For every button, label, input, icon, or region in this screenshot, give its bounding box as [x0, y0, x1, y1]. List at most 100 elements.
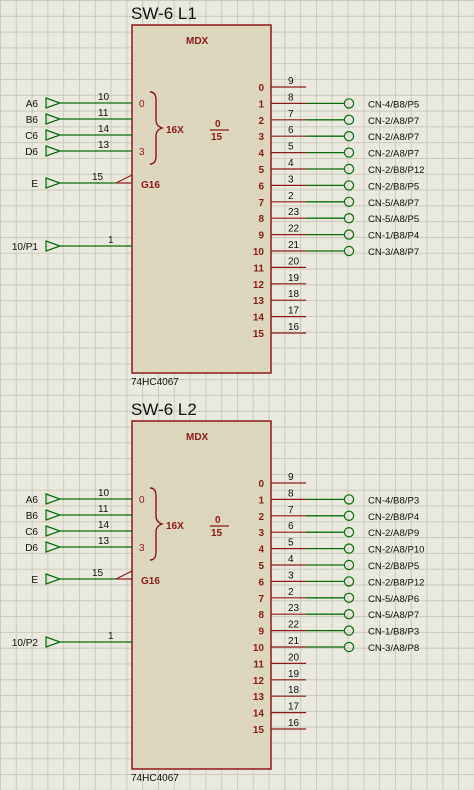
net-terminal-icon — [343, 494, 355, 505]
mux-label: 16X — [166, 125, 184, 136]
channel-index: 15 — [253, 725, 265, 736]
channel-index: 1 — [258, 99, 264, 110]
pin-number: 18 — [288, 289, 300, 300]
common-io[interactable]: 10/P21 — [12, 631, 132, 649]
net-label: CN-2/A8/P7 — [368, 149, 419, 160]
net-label: CN-3/A8/P8 — [368, 643, 419, 654]
net-label: CN-2/B8/P4 — [368, 512, 420, 523]
channel-index: 6 — [258, 577, 264, 588]
net-label: CN-1/B8/P4 — [368, 231, 420, 242]
pin-number: 16 — [288, 322, 300, 333]
net-terminal-icon — [343, 180, 355, 191]
channel-index: 6 — [258, 181, 264, 192]
channel-index: 14 — [253, 313, 265, 324]
net-label: A6 — [26, 495, 39, 506]
pin-number: 11 — [98, 504, 109, 515]
pin-number: 7 — [288, 109, 294, 120]
pin-number: 23 — [288, 603, 300, 614]
pin-number: 1 — [108, 235, 114, 246]
pin-number: 9 — [288, 76, 294, 87]
pin-number: 17 — [288, 702, 300, 713]
pin-number: 8 — [288, 488, 294, 499]
pin-number: 18 — [288, 685, 300, 696]
input-terminal-icon — [45, 541, 62, 553]
channel-index: 3 — [258, 132, 264, 143]
channel-index: 11 — [253, 659, 264, 670]
part-number: 74HC4067 — [131, 773, 179, 784]
channel-index: 0 — [258, 479, 264, 490]
net-label: CN-2/B8/P12 — [368, 165, 425, 176]
output-channel-14[interactable]: 14 17 — [253, 306, 306, 324]
net-label: CN-5/A8/P5 — [368, 214, 419, 225]
net-label: 10/P1 — [12, 242, 39, 253]
chip-body[interactable] — [131, 420, 272, 770]
common-io[interactable]: 10/P1 1 — [12, 235, 132, 253]
net-label: E — [31, 575, 38, 586]
channel-index: 4 — [258, 149, 264, 160]
net-label: CN-5/A8/P7 — [368, 610, 419, 621]
net-terminal-icon — [343, 576, 355, 587]
active-low-icon — [115, 570, 133, 580]
select-index-label: 0 — [139, 495, 145, 506]
input-terminal-icon — [45, 509, 62, 521]
output-channel-0[interactable]: 09 — [258, 76, 306, 94]
channel-index: 1 — [258, 495, 264, 506]
input-terminal-icon — [45, 145, 62, 157]
net-label: CN-2/A8/P7 — [368, 132, 419, 143]
input-terminal-icon — [45, 525, 62, 537]
net-terminal-icon — [343, 625, 355, 636]
pin-number: 22 — [288, 224, 300, 235]
net-label: E — [31, 179, 38, 190]
pin-number: 15 — [92, 568, 104, 579]
chip-body[interactable] — [131, 24, 272, 374]
net-terminal-icon — [343, 98, 355, 109]
pin-number: 22 — [288, 620, 300, 631]
net-label: D6 — [25, 147, 38, 158]
pin-number: 14 — [98, 124, 110, 135]
pin-number: 17 — [288, 306, 300, 317]
net-terminal-icon — [343, 114, 355, 126]
output-channel-0[interactable]: 09 — [258, 472, 306, 490]
input-terminal-icon — [45, 97, 62, 109]
